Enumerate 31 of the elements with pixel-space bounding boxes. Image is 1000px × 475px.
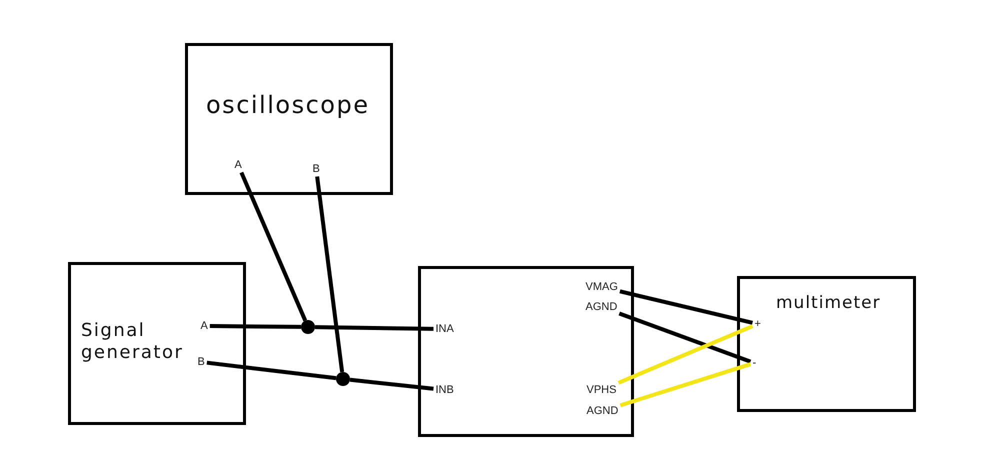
device-box — [418, 266, 634, 437]
junction-dot — [301, 320, 315, 334]
wire — [240, 172, 308, 322]
instrument-box — [185, 43, 393, 195]
instrument-box — [737, 276, 916, 412]
instrument-box — [68, 262, 246, 425]
instrument-name: multimeter — [776, 293, 881, 314]
junction-dot — [336, 372, 350, 386]
wire — [206, 360, 336, 380]
pin-label: A — [200, 320, 209, 332]
wire — [620, 362, 752, 408]
wire — [618, 312, 752, 364]
wire — [315, 176, 344, 372]
instrument-name: Signal generator — [81, 320, 184, 364]
pin-label: A — [234, 158, 243, 172]
pin-label: + — [754, 318, 762, 330]
pin-label: B — [312, 162, 321, 176]
pin-label: INA — [434, 322, 455, 336]
instrument-name: oscilloscope — [206, 91, 370, 120]
pin-label: AGND — [584, 300, 618, 314]
pin-label: INB — [434, 384, 455, 396]
wire — [618, 324, 754, 385]
pin-label: - — [752, 356, 758, 370]
wire — [210, 324, 302, 329]
wire — [350, 378, 434, 391]
wire — [314, 325, 434, 331]
pin-label: B — [196, 356, 206, 368]
pin-label: AGND — [586, 404, 620, 418]
wire — [619, 289, 753, 325]
pin-label: VMAG — [584, 280, 619, 294]
pin-label: VPHS — [586, 384, 618, 396]
